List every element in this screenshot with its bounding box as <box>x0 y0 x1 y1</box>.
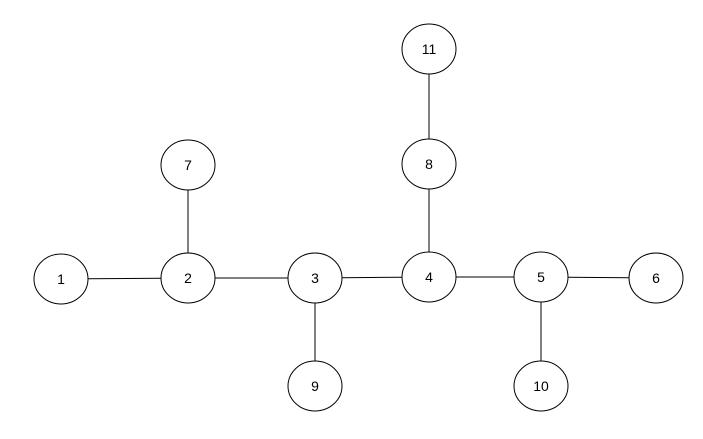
edge-5-6 <box>567 276 630 279</box>
node-circle <box>401 138 457 190</box>
node-circle <box>160 139 216 191</box>
node-label: 10 <box>533 378 549 394</box>
edge-1-2 <box>87 277 162 280</box>
node-5: 5 <box>513 251 569 303</box>
node-label: 9 <box>311 378 319 394</box>
node-7: 7 <box>160 139 216 191</box>
node-label: 7 <box>184 157 192 173</box>
node-11: 11 <box>401 23 457 75</box>
node-circle <box>401 251 457 303</box>
node-1: 1 <box>33 253 89 305</box>
node-label: 11 <box>422 41 437 57</box>
node-circle <box>287 252 343 304</box>
node-label: 4 <box>425 269 433 285</box>
nodes-layer: 1 2 3 4 5 6 7 8 9 10 11 <box>33 23 684 412</box>
edges-layer <box>87 74 630 361</box>
node-3: 3 <box>287 252 343 304</box>
node-circle <box>401 23 457 75</box>
node-label: 8 <box>425 156 433 172</box>
node-6: 6 <box>628 252 684 304</box>
node-8: 8 <box>401 138 457 190</box>
node-label: 2 <box>184 270 192 286</box>
node-circle <box>628 252 684 304</box>
node-2: 2 <box>160 252 216 304</box>
node-label: 1 <box>57 271 65 287</box>
node-circle <box>287 360 343 412</box>
edge-3-4 <box>341 276 403 279</box>
node-10: 10 <box>513 360 569 412</box>
node-label: 3 <box>311 270 319 286</box>
node-label: 6 <box>652 270 660 286</box>
node-circle <box>513 360 569 412</box>
node-label: 5 <box>537 269 545 285</box>
node-circle <box>33 253 89 305</box>
node-circle <box>160 252 216 304</box>
node-circle <box>513 251 569 303</box>
node-9: 9 <box>287 360 343 412</box>
node-4: 4 <box>401 251 457 303</box>
